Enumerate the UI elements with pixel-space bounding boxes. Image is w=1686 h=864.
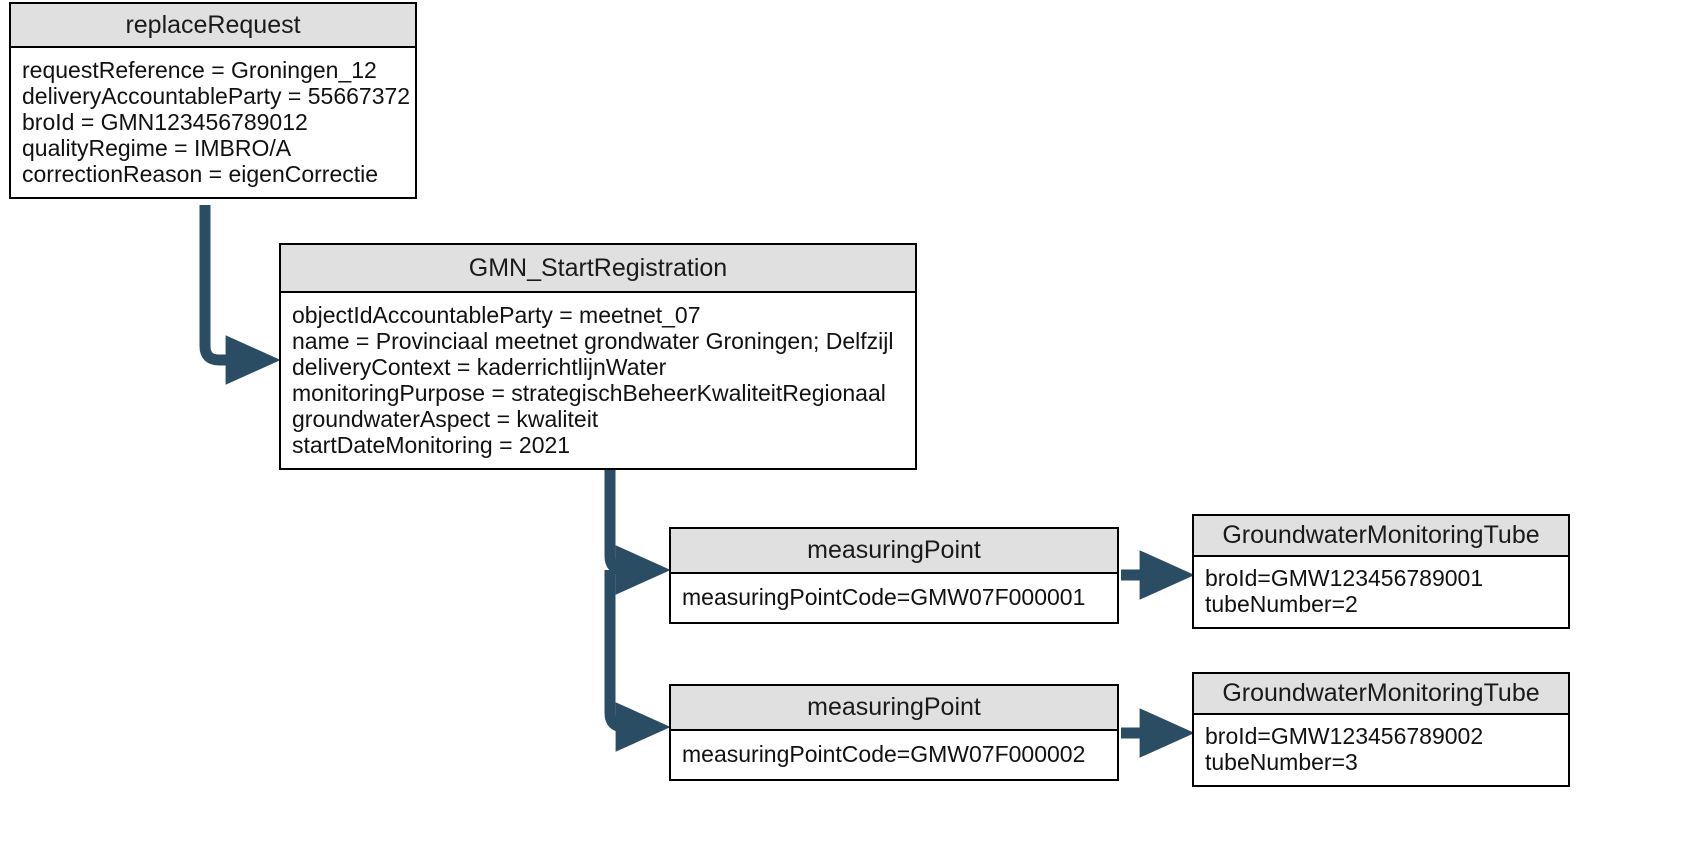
node-measuring-point-2[interactable]: measuringPoint measuringPointCode=GMW07F…	[669, 684, 1119, 781]
node-replace-request-title: replaceRequest	[11, 4, 415, 48]
node-groundwater-monitoring-tube-2-body: broId=GMW123456789002 tubeNumber=3	[1194, 715, 1568, 785]
node-groundwater-monitoring-tube-1[interactable]: GroundwaterMonitoringTube broId=GMW12345…	[1192, 514, 1570, 629]
attribute-row: deliveryAccountableParty = 55667372	[22, 83, 411, 109]
node-measuring-point-1-title: measuringPoint	[671, 529, 1117, 574]
attribute-row: measuringPointCode=GMW07F000001	[682, 584, 1086, 610]
attribute-row: qualityRegime = IMBRO/A	[22, 135, 292, 161]
connector-gmn-start-to-measuring-point-1	[604, 470, 671, 595]
node-replace-request[interactable]: replaceRequest requestReference = Gronin…	[9, 2, 417, 199]
attribute-row: tubeNumber=2	[1205, 591, 1358, 617]
attribute-row: name = Provinciaal meetnet grondwater Gr…	[292, 328, 894, 354]
connector-replace-request-to-gmn-start	[199, 205, 281, 385]
attribute-row: deliveryContext = kaderrichtlijnWater	[292, 354, 667, 380]
node-groundwater-monitoring-tube-2[interactable]: GroundwaterMonitoringTube broId=GMW12345…	[1192, 672, 1570, 787]
attribute-row: tubeNumber=3	[1205, 749, 1358, 775]
attribute-row: objectIdAccountableParty = meetnet_07	[292, 302, 701, 328]
attribute-row: correctionReason = eigenCorrectie	[22, 161, 379, 187]
attribute-row: groundwaterAspect = kwaliteit	[292, 406, 599, 432]
attribute-row: broId = GMN123456789012	[22, 109, 308, 135]
attribute-row: startDateMonitoring = 2021	[292, 432, 571, 458]
node-gmn-start-registration[interactable]: GMN_StartRegistration objectIdAccountabl…	[279, 243, 917, 470]
node-replace-request-body: requestReference = Groningen_12 delivery…	[11, 48, 415, 197]
node-measuring-point-2-title: measuringPoint	[671, 686, 1117, 731]
attribute-row: broId=GMW123456789001	[1205, 565, 1484, 591]
attribute-row: broId=GMW123456789002	[1205, 723, 1484, 749]
node-groundwater-monitoring-tube-2-title: GroundwaterMonitoringTube	[1194, 674, 1568, 715]
node-measuring-point-1[interactable]: measuringPoint measuringPointCode=GMW07F…	[669, 527, 1119, 624]
connector-gmn-start-to-measuring-point-2	[604, 570, 671, 752]
node-groundwater-monitoring-tube-1-title: GroundwaterMonitoringTube	[1194, 516, 1568, 557]
attribute-row: measuringPointCode=GMW07F000002	[682, 741, 1086, 767]
attribute-row: monitoringPurpose = strategischBeheerKwa…	[292, 380, 886, 406]
node-groundwater-monitoring-tube-1-body: broId=GMW123456789001 tubeNumber=2	[1194, 557, 1568, 627]
node-gmn-start-registration-title: GMN_StartRegistration	[281, 245, 915, 293]
node-measuring-point-2-body: measuringPointCode=GMW07F000002	[671, 731, 1117, 779]
node-gmn-start-registration-body: objectIdAccountableParty = meetnet_07 na…	[281, 293, 915, 468]
attribute-row: requestReference = Groningen_12	[22, 57, 377, 83]
node-measuring-point-1-body: measuringPointCode=GMW07F000001	[671, 574, 1117, 622]
